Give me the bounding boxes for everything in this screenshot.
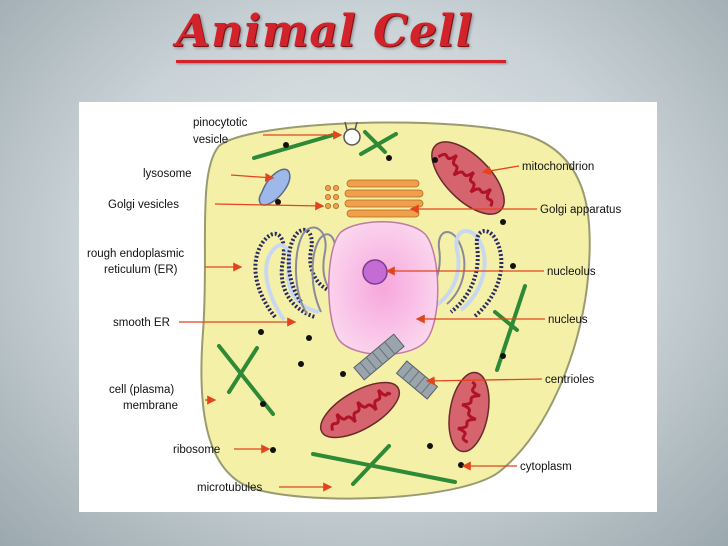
- label-pinocytotic-line2: vesicle: [193, 134, 228, 146]
- nucleolus: [362, 259, 388, 285]
- golgi-vesicles: [324, 185, 339, 210]
- label-rough-er-line1: rough endoplasmic: [87, 248, 184, 260]
- pinocytotic-vesicle: [343, 121, 361, 146]
- label-mitochondrion: mitochondrion: [522, 161, 594, 173]
- nucleus: [328, 221, 439, 356]
- label-microtubules: microtubules: [197, 482, 262, 494]
- cell-diagram: pinocytotic vesicle lysosome Golgi vesic…: [79, 102, 657, 512]
- label-lysosome: lysosome: [143, 168, 192, 180]
- label-cell-membrane-line2: membrane: [123, 400, 178, 412]
- mitochondrion-bottom-left: [319, 381, 401, 439]
- label-rough-er-line2: reticulum (ER): [104, 264, 178, 276]
- label-golgi-vesicles: Golgi vesicles: [108, 199, 179, 211]
- lysosome: [258, 168, 291, 206]
- label-smooth-er: smooth ER: [113, 317, 170, 329]
- label-golgi-apparatus: Golgi apparatus: [540, 204, 621, 216]
- label-cytoplasm: cytoplasm: [520, 461, 572, 473]
- label-pinocytotic-line1: pinocytotic: [193, 117, 248, 129]
- leader-lines: [179, 130, 545, 492]
- title-underline: [176, 60, 506, 63]
- golgi-apparatus: [344, 179, 424, 218]
- label-nucleus: nucleus: [548, 314, 588, 326]
- mitochondrion-bottom-right: [448, 371, 490, 453]
- slide-title: Animal Cell: [176, 6, 474, 57]
- ribosomes: [258, 142, 516, 468]
- centrioles: [353, 333, 439, 400]
- rough-er: [253, 227, 334, 322]
- label-centrioles: centrioles: [545, 374, 594, 386]
- label-nucleolus: nucleolus: [547, 266, 596, 278]
- label-ribosome: ribosome: [173, 444, 220, 456]
- label-cell-membrane-line1: cell (plasma): [109, 384, 174, 396]
